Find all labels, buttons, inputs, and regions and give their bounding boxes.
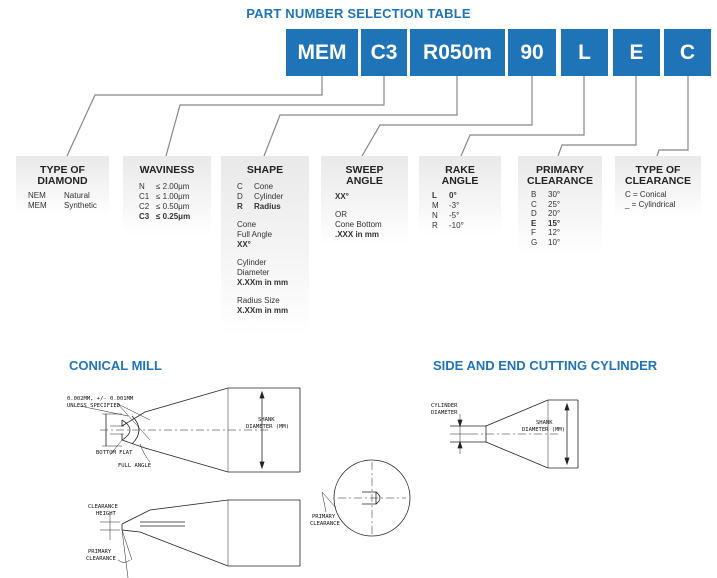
waviness-code: C2	[139, 202, 150, 211]
pn-segment-r050m: R050m	[410, 29, 505, 76]
category-primary-clearance: PRIMARY CLEARANCE B 30° C 25° D 20° E 15° F 1…	[518, 156, 602, 256]
clearance-value: 30°	[548, 190, 561, 199]
shape-cone-full-angle: Full Angle	[237, 230, 273, 239]
label-shank-diameter: DIAMETER (MM)	[246, 424, 290, 430]
sweep-or: OR	[335, 210, 347, 219]
category-shape: SHAPE C Cone D Cylinder R Radius Cone Full …	[221, 156, 309, 336]
sweep-cone-bottom-value: .XXX in mm	[335, 230, 380, 239]
category-type-of-diamond: TYPE OF DIAMOND NEM Natural MEM Synthetic	[16, 156, 109, 216]
shape-cylinder-value: X.XXm in mm	[237, 278, 289, 287]
rake-value: 0°	[449, 191, 457, 200]
clearance-code: F	[531, 228, 536, 237]
label-shank: SHANK	[258, 417, 275, 423]
shape-cone-label: Cone	[237, 220, 257, 229]
shape-cylinder-diameter: Diameter	[237, 268, 270, 277]
clearance-code: C	[531, 199, 537, 209]
waviness-code: N	[139, 182, 145, 191]
side-end-title: SIDE AND END CUTTING CYLINDER	[433, 358, 658, 373]
type-of-diamond-title: TYPE OF DIAMOND	[37, 164, 88, 187]
shape-value: Radius	[254, 202, 281, 211]
clearance-value: 10°	[548, 237, 561, 247]
shape-cylinder-label: Cylinder	[237, 258, 267, 267]
label-cylinder-diameter: DIAMETER	[431, 410, 458, 416]
page-title: PART NUMBER SELECTION TABLE	[246, 6, 471, 21]
diamond-value: Synthetic	[64, 201, 97, 210]
label-clearance-height-2: HEIGHT	[96, 511, 116, 517]
pn-segment-e: E	[613, 29, 660, 76]
type-of-clearance-title: TYPE OF CLEARANCE	[625, 164, 691, 187]
label-primary-clearance-right-2: CLEARANCE	[310, 521, 340, 527]
shape-code: R	[237, 202, 243, 211]
waviness-code: C1	[139, 192, 150, 201]
diamond-value: Natural	[64, 191, 90, 200]
label-primary-clearance-2: CLEARANCE	[86, 556, 116, 562]
clearance-type-conical: C = Conical	[625, 190, 667, 199]
clearance-code: D	[531, 209, 537, 218]
shape-radius-value: X.XXm in mm	[237, 306, 289, 315]
pn-segment-l: L	[561, 29, 608, 76]
label-bottom-flat: BOTTOM FLAT	[96, 450, 133, 456]
shape-value: Cylinder	[254, 192, 284, 201]
clearance-code: G	[531, 237, 538, 247]
shape-cone-value: XX°	[237, 240, 251, 249]
waviness-code: C3	[139, 212, 150, 221]
rake-value: -5°	[449, 211, 460, 220]
label-side-shank: SHANK	[536, 420, 553, 426]
shape-radius-label: Radius Size	[237, 296, 280, 305]
category-rake-angle: RAKE ANGLE L 0° M -3° N -5° R -10°	[419, 156, 501, 236]
diamond-code: NEM	[28, 191, 46, 200]
pn-segment-mem: MEM	[286, 29, 358, 76]
shape-code: C	[237, 182, 243, 191]
label-cylinder: CYLINDER	[431, 403, 458, 409]
clearance-code: B	[531, 190, 537, 199]
waviness-title: WAVINESS	[139, 164, 195, 176]
clearance-code: E	[531, 218, 537, 228]
sweep-cone-bottom: Cone Bottom	[335, 220, 382, 229]
rake-code: N	[432, 211, 438, 220]
diamond-code: MEM	[28, 201, 47, 210]
label-primary-clearance-1: PRIMARY	[88, 549, 112, 555]
waviness-value: ≤ 0.50μm	[156, 202, 190, 211]
shape-code: D	[237, 192, 243, 201]
clearance-type-cylindrical: _ = Cylindrical	[625, 200, 676, 209]
clearance-value: 15°	[548, 218, 561, 228]
primary-clearance-title: PRIMARY CLEARANCE	[527, 164, 593, 187]
waviness-value: ≤ 1.00μm	[156, 192, 190, 201]
waviness-value: ≤ 2.00μm	[156, 182, 190, 191]
pn-segment-c: C	[664, 29, 711, 76]
shape-value: Cone	[254, 182, 274, 191]
label-side-shank-diameter: DIAMETER (MM)	[522, 427, 566, 433]
clearance-value: 20°	[548, 209, 561, 218]
rake-angle-title: RAKE ANGLE	[441, 164, 479, 187]
sweep-angle-title: SWEEP ANGLE	[345, 164, 384, 187]
label-tolerance: 0.002MM, +/- 0.001MM	[67, 396, 134, 402]
rake-code: L	[432, 191, 437, 200]
waviness-value: ≤ 0.25μm	[156, 212, 191, 221]
clearance-value: 12°	[548, 228, 561, 237]
rake-code: R	[432, 221, 438, 230]
conical-mill-title: CONICAL MILL	[69, 358, 162, 373]
label-full-angle: FULL ANGLE	[118, 463, 152, 469]
clearance-value: 25°	[548, 199, 561, 209]
rake-value: -3°	[449, 201, 460, 210]
pn-segment-90: 90	[508, 29, 556, 76]
label-primary-clearance-right-1: PRIMARY	[312, 514, 336, 520]
pn-segment-c3: C3	[361, 29, 407, 76]
category-waviness: WAVINESS N ≤ 2.00μm C1 ≤ 1.00μm C2 ≤ 0.50μm…	[123, 156, 211, 236]
category-sweep-angle: SWEEP ANGLE XX° OR Cone Bottom .XXX in m…	[321, 156, 408, 246]
shape-title: SHAPE	[246, 164, 284, 176]
label-unless-specified: UNLESS SPECIFIED	[67, 403, 120, 409]
rake-code: M	[432, 201, 439, 210]
sweep-angle-value: XX°	[335, 192, 349, 201]
label-clearance-height-1: CLEARANCE	[88, 504, 118, 510]
rake-value: -10°	[449, 221, 464, 230]
category-type-of-clearance: TYPE OF CLEARANCE C = Conical _ = Cylind…	[615, 156, 701, 218]
